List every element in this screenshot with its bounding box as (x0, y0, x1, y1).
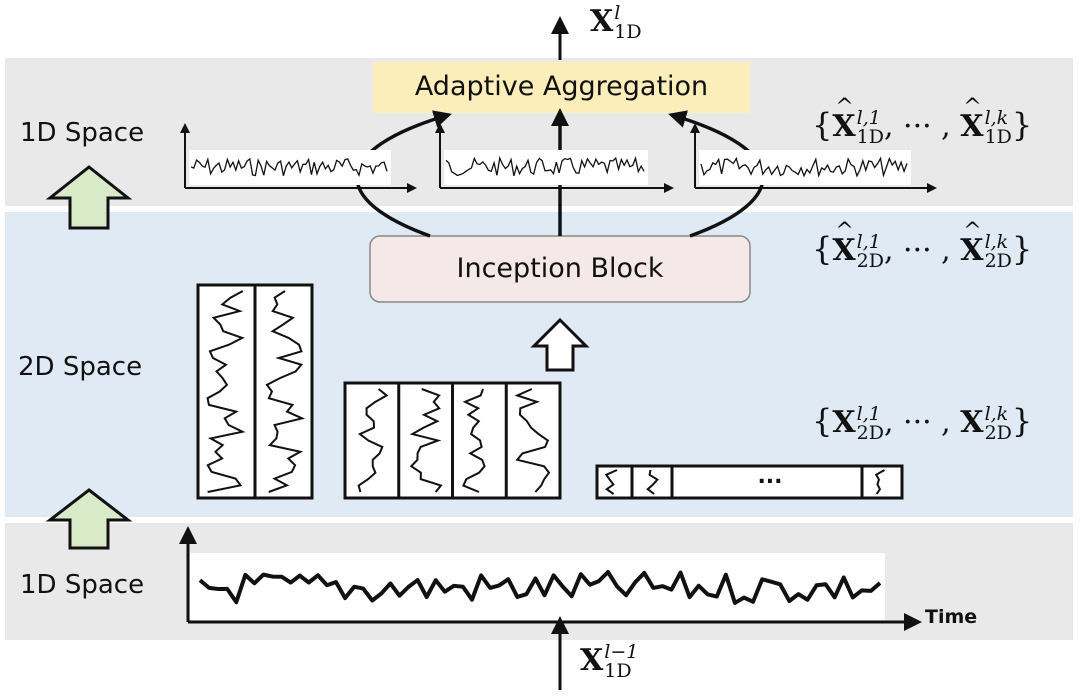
superscript: l,k (984, 107, 1009, 129)
inception-block-label: Inception Block (456, 253, 664, 284)
label-2d-space: 2D Space (18, 352, 143, 382)
math-symbol: X (960, 405, 984, 440)
dots: , ··· , (883, 233, 951, 268)
column-series-line (265, 290, 306, 493)
period-series-line (700, 156, 908, 178)
open-brace: { (812, 230, 833, 268)
input-series-line (198, 570, 882, 605)
subscript: 2D (856, 250, 884, 272)
math-symbol: X^ (960, 219, 984, 268)
superscript: l,1 (856, 403, 881, 425)
close-brace: } (1011, 402, 1033, 440)
math-symbol: X (580, 643, 604, 678)
column-series-line (874, 469, 885, 495)
dots: , ··· , (883, 405, 951, 440)
subscript: 2D (984, 250, 1012, 272)
period-series-line (190, 156, 388, 178)
small-series-background (189, 150, 391, 185)
math-symbol: X^ (832, 219, 856, 268)
2d-tensor (595, 464, 904, 500)
superscript: l,k (984, 231, 1009, 253)
subscript: 1D (984, 126, 1012, 148)
2d-tensor-group (196, 283, 904, 500)
small-series-background (444, 150, 648, 185)
dots: , ··· , (883, 109, 951, 144)
small-series-background (699, 150, 911, 185)
time-axis-label: Time (925, 606, 978, 628)
green-up-arrow-icon (45, 165, 133, 230)
green-up-arrow-icon (45, 488, 133, 550)
subscript: 1D (614, 21, 642, 43)
period-series-line (445, 155, 645, 177)
label-1d-space-bottom: 1D Space (20, 570, 145, 600)
math-symbol: X (832, 405, 856, 440)
superscript: l−1 (604, 641, 639, 663)
ellipsis: ... (757, 464, 783, 489)
hollow-up-arrow-icon (530, 317, 590, 372)
column-series-line (604, 469, 618, 495)
math-symbol: X^ (960, 95, 984, 144)
column-series-line (206, 290, 246, 493)
adaptive-aggregation-label: Adaptive Aggregation (414, 71, 709, 102)
column-series-line (514, 388, 551, 493)
subscript: 1D (604, 660, 632, 682)
subscript: 2D (984, 422, 1012, 444)
subscript: 2D (856, 422, 884, 444)
superscript: l,1 (856, 231, 881, 253)
column-series-line (646, 469, 659, 495)
input-series-background (190, 553, 885, 620)
column-series-line (357, 388, 389, 493)
open-brace: { (812, 402, 833, 440)
period-series-group (180, 123, 937, 193)
close-brace: } (1011, 230, 1033, 268)
close-brace: } (1011, 106, 1033, 144)
math-symbol: X (590, 4, 614, 39)
subscript: 1D (856, 126, 884, 148)
open-brace: { (812, 106, 833, 144)
column-series-line (409, 388, 443, 493)
superscript: l,k (984, 403, 1009, 425)
superscript: l (614, 2, 621, 24)
superscript: l,1 (856, 107, 881, 129)
math-symbol: X^ (832, 95, 856, 144)
column-series-line (462, 388, 486, 493)
label-1d-space-top: 1D Space (20, 118, 145, 148)
adaptive-aggregation-box (373, 62, 750, 113)
